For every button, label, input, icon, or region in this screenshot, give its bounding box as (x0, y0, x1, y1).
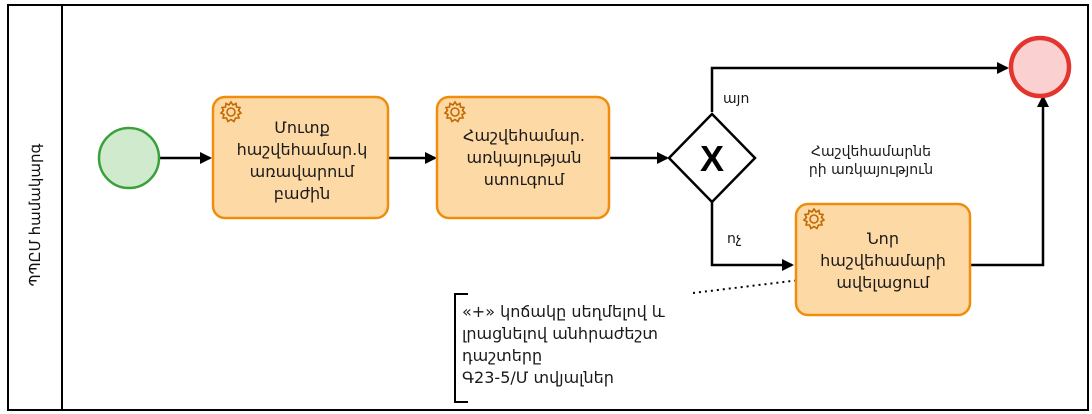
annotation-line: դաշտերը (462, 346, 542, 365)
task-label-line: բաժին (274, 184, 331, 203)
gateway-x-icon: X (700, 138, 724, 179)
flow-task3-to-end (970, 95, 1049, 267)
flow-gateway-no (710, 198, 794, 271)
task-enter-accounting[interactable]: Մուտք հաշվեհամար.կ առավարում բաժին (211, 95, 390, 220)
task-label-line: առկայության (466, 148, 581, 167)
annotation-line: «+» կոճակը սեղմելով և (462, 302, 665, 321)
flow-gateway-yes (710, 62, 1009, 112)
task-label-line: հաշվեհամար.կ (237, 140, 368, 159)
start-event[interactable] (97, 126, 161, 190)
task-create-accounts[interactable]: Հաշվեհամար. առկայության ստուգում (435, 95, 611, 220)
no-label: ոչ (727, 231, 742, 247)
task-label-line: Մուտք (274, 118, 330, 137)
annotation-line: լրացնելով անհրաժեշտ (462, 324, 658, 343)
task-add-account[interactable]: Նոր հաշվեհամարի ավելացում (794, 202, 972, 317)
task-label-line: Հաշվեհամար. (463, 126, 585, 145)
text-annotation[interactable]: «+» կոճակը սեղմելով և լրացնելով անհրաժեշ… (454, 293, 665, 403)
task-label-line: Նոր (867, 229, 899, 248)
task-label-line: ստուգում (484, 170, 565, 189)
task-label-line: ավելացում (836, 273, 930, 292)
lane-label: ՊՊԸՄ համակարգ (27, 143, 44, 286)
annotation-line: Գ23-5/Մ տվյալներ (462, 368, 614, 387)
task-label-line: հաշվեհամարի (820, 251, 946, 270)
yes-label: այո (723, 91, 749, 107)
end-event[interactable] (1008, 35, 1072, 99)
task-label-line: առավարում (250, 162, 356, 181)
exclusive-gateway[interactable]: X (667, 112, 757, 204)
existence-label-line: րի առկայություն (809, 162, 933, 178)
existence-label-line: Հաշվեհամարնե (811, 144, 931, 160)
